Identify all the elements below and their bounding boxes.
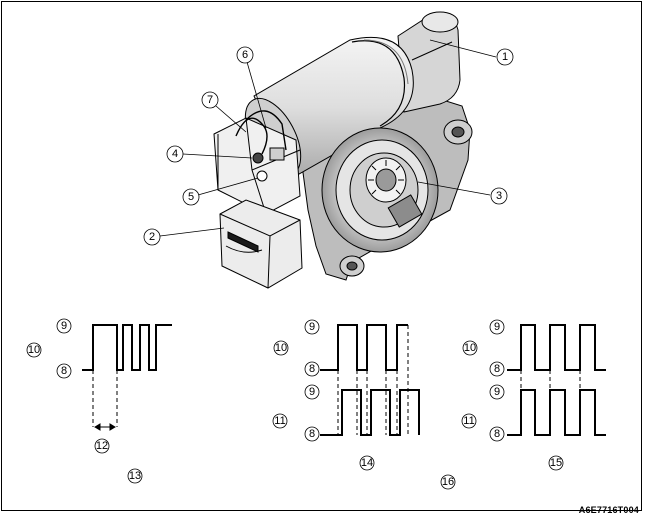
shared-note-label: 16 [442, 476, 454, 488]
panel-b-top-high-label: 9 [309, 321, 315, 333]
panel-b-bottom-waveform [320, 389, 420, 436]
actuator-assembly [213, 11, 473, 289]
panel-c-title: 15 [550, 457, 562, 469]
panel-b-top-low-label: 8 [309, 363, 315, 375]
sensor-block [219, 199, 303, 289]
terminal-upper [252, 152, 264, 164]
panel-a-period-label: 12 [96, 440, 108, 452]
panel-c-bottom-high-label: 9 [494, 386, 500, 398]
waveform-panels [82, 324, 606, 436]
panel-c-top-axis-label: 10 [464, 342, 476, 354]
callout-5-circle [182, 188, 200, 206]
panel-c-top-waveform [507, 324, 606, 371]
splined-shaft [365, 157, 423, 228]
wire-harness [235, 110, 287, 155]
panel-a-low-label: 8 [61, 365, 67, 377]
callout-2-circle [143, 228, 161, 246]
callout-3-circle [490, 187, 508, 205]
waveform-label-circles [26, 318, 564, 490]
terminal-lower [256, 170, 268, 182]
callout-7-circle [201, 91, 219, 109]
callout-3-label: 3 [496, 190, 502, 202]
callout-1-label: 1 [502, 51, 508, 63]
panel-c-top-high-label: 9 [494, 321, 500, 333]
callout-6-circle [236, 46, 254, 64]
panel-c-bottom-low-label: 8 [494, 428, 500, 440]
panel-a-axis-label: 10 [28, 344, 40, 356]
callout-4-circle [166, 145, 184, 163]
panel-a-waveform [82, 324, 172, 371]
callout-2-label: 2 [149, 231, 155, 243]
panel-a-high-label: 9 [61, 320, 67, 332]
callout-4-label: 4 [172, 148, 178, 160]
panel-b-bottom-high-label: 9 [309, 386, 315, 398]
panel-b-bottom-axis-label: 11 [274, 415, 285, 427]
panel-a-title: 13 [129, 470, 141, 482]
callout-5-label: 5 [188, 191, 194, 203]
panel-b-title: 14 [361, 457, 373, 469]
callout-1-circle [496, 48, 514, 66]
panel-b-top-waveform [320, 324, 408, 371]
panel-b-bottom-low-label: 8 [309, 428, 315, 440]
callouts [143, 39, 514, 246]
callout-7-label: 7 [207, 94, 213, 106]
panel-c-bottom-axis-label: 11 [463, 415, 474, 427]
panel-c-bottom-waveform [507, 389, 606, 436]
panel-b-top-axis-label: 10 [275, 342, 287, 354]
reference-code: A6E7716T004 [578, 505, 639, 515]
panel-c-top-low-label: 8 [494, 363, 500, 375]
callout-6-label: 6 [242, 49, 248, 61]
